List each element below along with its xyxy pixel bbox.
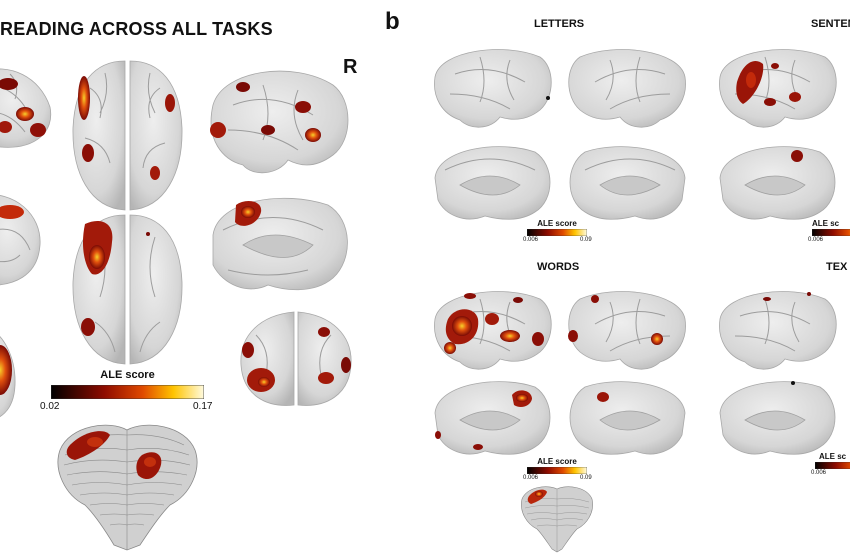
subpanel-title-sentences: SENTEN <box>811 18 850 30</box>
words-medial-left <box>434 381 551 455</box>
sentences-lateral-left <box>719 49 837 128</box>
brain-posterior-view <box>240 311 352 406</box>
brain-lateral-left-partial-top <box>0 68 52 148</box>
sentences-colorbar-min: 0.006 <box>808 237 824 243</box>
words-lateral-right <box>568 291 686 370</box>
brain-posterior-left-partial <box>0 336 16 417</box>
letters-colorbar-max: 0.09 <box>580 237 592 243</box>
panel-a-colorbar-title: ALE score <box>100 369 155 381</box>
letters-medial-right <box>569 146 686 220</box>
subpanel-title-letters: LETTERS <box>534 18 585 30</box>
sentences-colorbar-title: ALE sc <box>812 219 840 228</box>
panel-a-colorbar-max: 0.17 <box>193 401 213 412</box>
words-medial-right <box>569 381 686 455</box>
cerebellum-flatmap-a <box>57 424 198 551</box>
text-medial-left <box>719 381 836 455</box>
letters-medial-left <box>434 146 551 220</box>
panel-a-colorbar <box>51 385 204 399</box>
letters-colorbar-title: ALE score <box>537 219 577 228</box>
brain-medial-left-partial <box>0 195 41 286</box>
letters-lateral-right <box>568 49 686 128</box>
brain-medial-right-view <box>212 197 348 291</box>
words-lateral-left <box>434 291 552 370</box>
cerebellum-flatmap-b <box>521 486 593 553</box>
panel-a-colorbar-min: 0.02 <box>40 401 60 412</box>
words-colorbar-min: 0.006 <box>523 475 539 481</box>
hemisphere-label-right: R <box>343 56 358 78</box>
panel-b-letter: b <box>385 8 400 35</box>
subpanel-title-text: TEX <box>826 261 848 273</box>
brain-ventral-view <box>72 214 183 365</box>
subpanel-title-words: WORDS <box>537 261 580 273</box>
letters-colorbar-min: 0.006 <box>523 237 539 243</box>
sentences-colorbar <box>812 229 850 236</box>
brain-dorsal-view <box>72 60 183 211</box>
words-colorbar-max: 0.09 <box>580 475 592 481</box>
letters-colorbar <box>527 229 587 236</box>
sentences-medial-left <box>719 146 836 220</box>
text-colorbar <box>815 462 850 469</box>
text-lateral-left <box>719 291 837 370</box>
brain-lateral-right-view <box>210 70 349 174</box>
text-colorbar-title: ALE sc <box>819 452 847 461</box>
text-colorbar-min: 0.006 <box>811 470 827 476</box>
words-colorbar-title: ALE score <box>537 457 577 466</box>
words-colorbar <box>527 467 587 474</box>
letters-lateral-left <box>434 49 552 128</box>
panel-a-title: READING ACROSS ALL TASKS <box>0 19 273 39</box>
